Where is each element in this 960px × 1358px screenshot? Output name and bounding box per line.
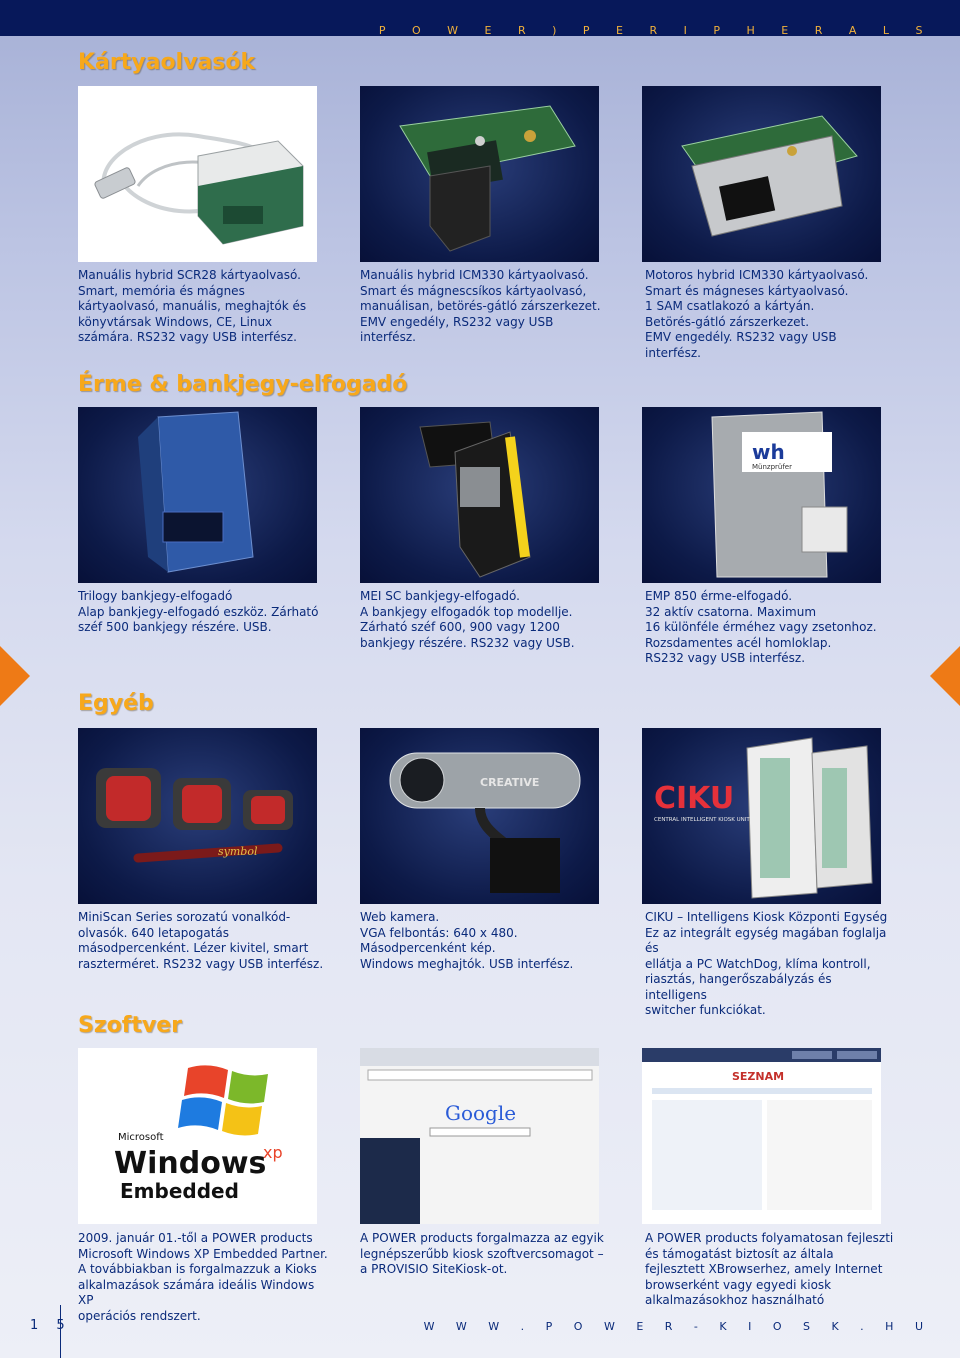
caption-miniscan: MiniScan Series sorozatú vonalkód- olvas… <box>78 910 328 972</box>
caption-line: kártyaolvasó, manuális, meghajtók és <box>78 299 307 313</box>
brand-title: P O W E R ) P E R I P H E R A L S <box>378 24 934 37</box>
caption-line: alkalmazások számára ideális Windows XP <box>78 1277 315 1308</box>
caption-line: Rozsdamentes acél homloklap. <box>645 635 832 650</box>
caption-line: másodpercenként. Lézer kivitel, smart <box>78 941 309 955</box>
footer-divider <box>60 1305 61 1358</box>
caption-line: 2009. január 01.-től a POWER products <box>78 1231 313 1245</box>
caption-line: Manuális hybrid SCR28 kártyaolvasó. <box>78 268 301 282</box>
photo-ciku-unit: CIKU CENTRAL INTELLIGENT KIOSK UNIT <box>642 728 881 904</box>
caption-line: manuálisan, betörés-gátló zárszerkezet. <box>360 299 601 313</box>
windows-text: Windows <box>114 1146 266 1181</box>
caption-line: Microsoft Windows XP Embedded Partner. <box>78 1246 328 1261</box>
photo-xbrowser: SEZNAM <box>642 1048 881 1224</box>
caption-line: operációs rendszert. <box>78 1308 201 1323</box>
caption-line: Web kamera. <box>360 910 440 924</box>
caption-line: switcher funkciókat. <box>645 1003 766 1017</box>
caption-line: A POWER products forgalmazza az egyik <box>360 1231 604 1245</box>
seznam-text: SEZNAM <box>732 1070 784 1083</box>
microsoft-text: Microsoft <box>118 1132 164 1143</box>
google-text: Google <box>445 1101 516 1125</box>
footer-url[interactable]: W W W . P O W E R - K I O S K . H U <box>423 1320 932 1333</box>
photo-icm330-motor <box>642 86 881 262</box>
caption-windows-xp: 2009. január 01.-től a POWER products Mi… <box>78 1231 328 1324</box>
caption-line: olvasók. 640 letapogatás <box>78 925 230 940</box>
caption-line: Smart és mágneses kártyaolvasó. <box>645 283 849 298</box>
caption-line: MiniScan Series sorozatú vonalkód- <box>78 910 291 924</box>
caption-icm330-motor: Motoros hybrid ICM330 kártyaolvasó. Smar… <box>645 268 895 361</box>
caption-mei-sc: MEI SC bankjegy-elfogadó. A bankjegy elf… <box>360 589 610 651</box>
caption-line: EMV engedély. RS232 vagy USB interfész. <box>645 330 837 360</box>
caption-line: ellátja a PC WatchDog, klíma kontroll, <box>645 956 871 971</box>
caption-line: A továbbiakban is forgalmazzuk a Kioks <box>78 1262 317 1276</box>
caption-line: EMP 850 érme-elfogadó. <box>645 589 793 603</box>
caption-line: A bankjegy elfogadók top modellje. <box>360 604 573 619</box>
caption-line: 16 különféle érméhez vagy zsetonhoz. <box>645 620 877 634</box>
next-page-arrow-icon[interactable] <box>930 646 960 706</box>
caption-line: Manuális hybrid ICM330 kártyaolvasó. <box>360 268 589 282</box>
caption-line: EMV engedély, RS232 vagy USB interfész. <box>360 314 554 345</box>
caption-line: Motoros hybrid ICM330 kártyaolvasó. <box>645 268 869 282</box>
caption-line: Másodpercenként kép. <box>360 941 496 955</box>
caption-line: Smart és mágnescsíkos kártyaolvasó, <box>360 283 587 298</box>
caption-web-camera: Web kamera. VGA felbontás: 640 x 480. Má… <box>360 910 610 972</box>
photo-emp850-coin-acceptor: wh Münzprüfer <box>642 407 881 583</box>
caption-line: RS232 vagy USB interfész. <box>645 651 806 665</box>
caption-line: alkalmazásokhoz használható <box>645 1293 825 1307</box>
caption-line: széf 500 bankjegy részére. USB. <box>78 620 272 634</box>
caption-line: fejlesztett XBrowserhez, amely Internet <box>645 1262 883 1276</box>
caption-line: Trilogy bankjegy-elfogadó <box>78 589 233 603</box>
section-title-card-readers: Kártyaolvasók <box>78 50 256 75</box>
caption-line: számára. RS232 vagy USB interfész. <box>78 330 297 344</box>
caption-line: könyvtársak Windows, CE, Linux <box>78 314 273 329</box>
embedded-text: Embedded <box>120 1179 239 1203</box>
photo-windows-xp-embedded: Microsoft Windows xp Embedded <box>78 1048 317 1224</box>
caption-line: és támogatást biztosít az általa <box>645 1246 834 1261</box>
photo-trilogy-bill-acceptor <box>78 407 317 583</box>
caption-line: bankjegy részére. RS232 vagy USB. <box>360 635 575 650</box>
caption-scr28: Manuális hybrid SCR28 kártyaolvasó. Smar… <box>78 268 328 346</box>
page-number: 1 5 <box>30 1318 72 1333</box>
caption-line: riasztás, hangerőszabályzás és intellige… <box>645 972 832 1002</box>
ciku-sub-text: CENTRAL INTELLIGENT KIOSK UNIT <box>654 817 750 823</box>
creative-logo-text: CREATIVE <box>480 776 539 789</box>
photo-icm330-manual <box>360 86 599 262</box>
caption-line: Smart, memória és mágnes <box>78 283 245 298</box>
caption-line: VGA felbontás: 640 x 480. <box>360 925 518 940</box>
prev-page-arrow-icon[interactable] <box>0 646 30 706</box>
symbol-logo-text: symbol <box>218 845 258 858</box>
caption-line: Zárható széf 600, 900 vagy 1200 <box>360 620 560 634</box>
caption-line: Windows meghajtók. USB interfész. <box>360 956 574 971</box>
caption-xbrowser: A POWER products folyamatosan fejleszti … <box>645 1231 895 1309</box>
wh-sub-text: Münzprüfer <box>752 463 792 471</box>
section-title-coin-bill: Érme & bankjegy-elfogadó <box>78 372 408 397</box>
caption-line: 32 aktív csatorna. Maximum <box>645 604 817 619</box>
caption-emp850: EMP 850 érme-elfogadó. 32 aktív csatorna… <box>645 589 895 667</box>
caption-icm330-manual: Manuális hybrid ICM330 kártyaolvasó. Sma… <box>360 268 610 346</box>
caption-line: A POWER products folyamatosan fejleszti <box>645 1231 894 1245</box>
caption-line: legnépszerűbb kiosk szoftvercsomagot – <box>360 1246 604 1261</box>
caption-sitekiosk: A POWER products forgalmazza az egyik le… <box>360 1231 610 1278</box>
caption-line: Alap bankjegy-elfogadó eszköz. Zárható <box>78 604 319 619</box>
section-title-software: Szoftver <box>78 1013 182 1038</box>
caption-line: CIKU – Intelligens Kiosk Központi Egység <box>645 910 888 924</box>
caption-line: MEI SC bankjegy-elfogadó. <box>360 589 520 603</box>
top-bar: P O W E R ) P E R I P H E R A L S <box>0 0 960 37</box>
photo-miniscan-barcode-readers: symbol <box>78 728 317 904</box>
caption-line: raszterméret. RS232 vagy USB interfész. <box>78 956 324 971</box>
section-title-other: Egyéb <box>78 691 154 716</box>
wh-logo-text: wh <box>752 440 785 464</box>
ciku-logo-text: CIKU <box>654 781 734 816</box>
photo-sitekiosk-browser: Google <box>360 1048 599 1224</box>
xp-text: xp <box>263 1143 283 1162</box>
caption-line: Ez az integrált egység magában foglalja … <box>645 925 887 956</box>
caption-ciku: CIKU – Intelligens Kiosk Központi Egység… <box>645 910 895 1019</box>
caption-line: Betörés-gátló zárszerkezet. <box>645 314 810 329</box>
photo-scr28-card-reader <box>78 86 317 262</box>
photo-web-camera: CREATIVE <box>360 728 599 904</box>
caption-trilogy: Trilogy bankjegy-elfogadó Alap bankjegy-… <box>78 589 328 636</box>
caption-line: 1 SAM csatlakozó a kártyán. <box>645 299 815 313</box>
photo-mei-sc-bill-acceptor <box>360 407 599 583</box>
caption-line: a PROVISIO SiteKiosk-ot. <box>360 1262 508 1276</box>
caption-line: browserként vagy egyedi kiosk <box>645 1277 832 1292</box>
